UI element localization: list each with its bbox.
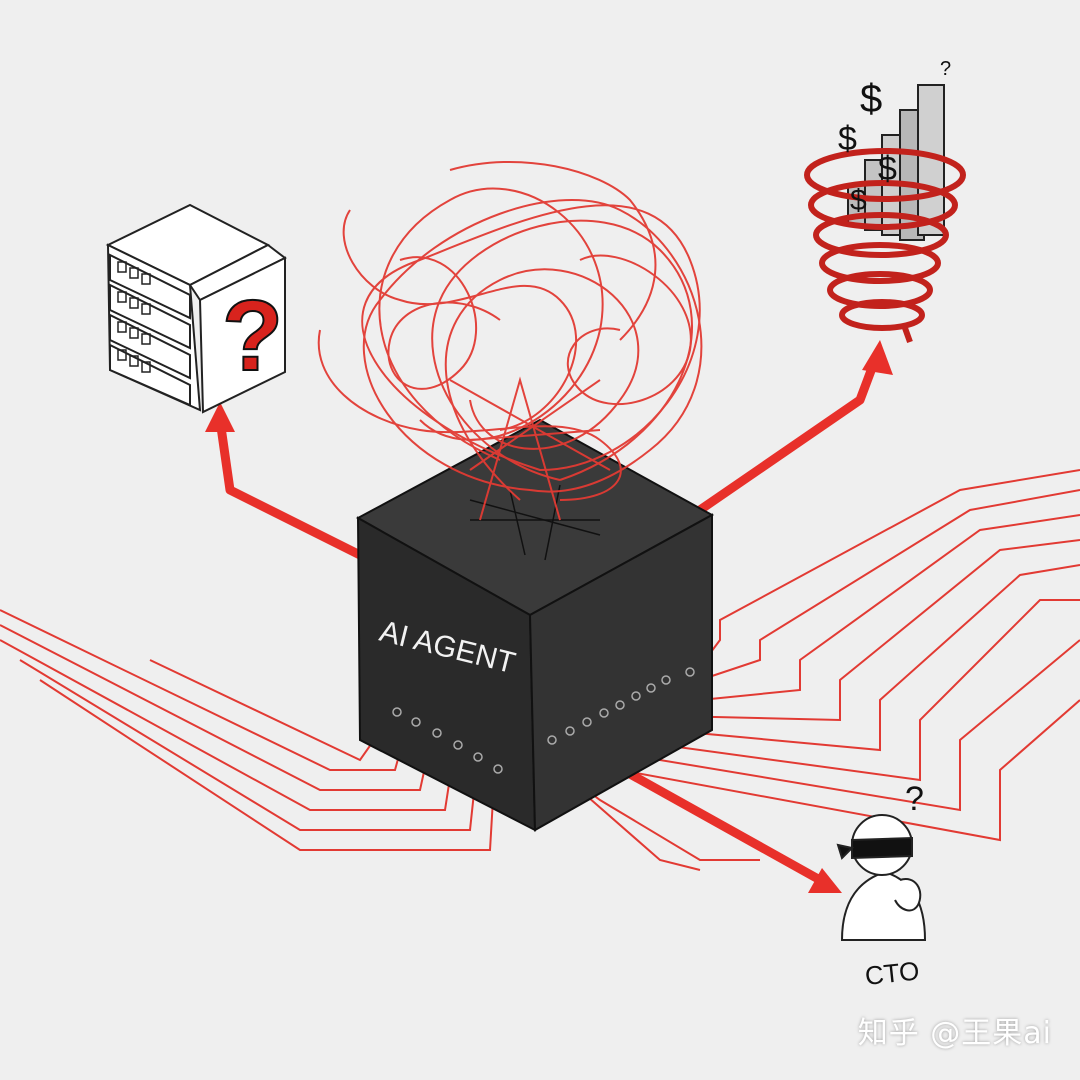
blindfolded-person-icon	[836, 814, 927, 941]
watermark: 知乎 @王果ai	[857, 1016, 1052, 1051]
cube-port-row-left	[392, 707, 503, 774]
money-mark-3: $	[878, 150, 897, 188]
money-mark-1: $	[860, 77, 882, 121]
person-label: CTO	[863, 955, 920, 991]
ai-agent-cube: AI AGENT	[355, 418, 715, 832]
arrow-to-server	[205, 402, 363, 560]
cube-port-row-right	[547, 667, 695, 745]
money-mark-2: $	[838, 120, 857, 158]
arrow-to-cto	[602, 756, 842, 893]
arrow-to-cost	[697, 340, 893, 514]
server-question-mark: ?	[222, 280, 283, 392]
person-question-mark: ?	[905, 780, 924, 818]
cube-top-grid	[469, 484, 601, 561]
server-rack-icon	[105, 203, 287, 414]
money-mark-4: $	[850, 184, 867, 217]
tangled-scribble	[317, 160, 703, 521]
money-spiral-icon	[804, 84, 966, 344]
money-mark-5: ?	[940, 58, 951, 80]
